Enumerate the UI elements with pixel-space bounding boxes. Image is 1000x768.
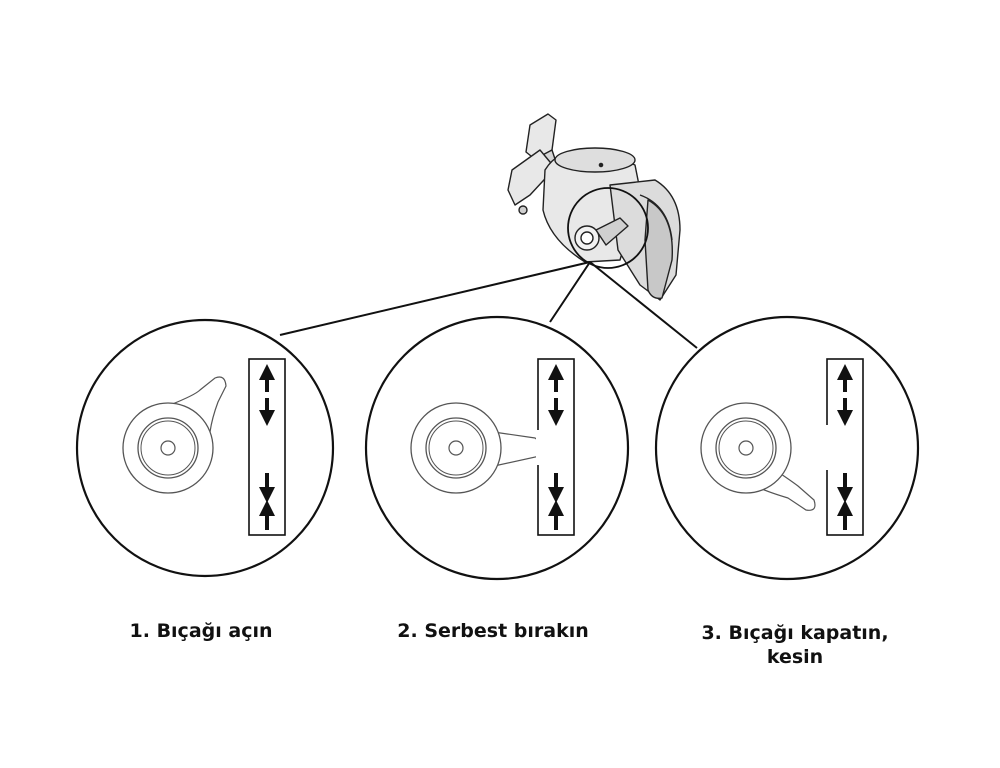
step-1-detail	[75, 318, 335, 578]
step-number: 3.	[701, 622, 722, 644]
step-number: 1.	[129, 620, 150, 642]
step-3-detail	[654, 315, 920, 581]
step-number: 2.	[397, 620, 418, 642]
step-2-detail	[364, 315, 630, 581]
step-text: Serbest bırakın	[424, 620, 589, 642]
step-3-caption: 3. Bıçağı kapatın, kesin	[680, 621, 910, 669]
device-illustration	[507, 113, 681, 301]
step-text-line2: kesin	[766, 646, 824, 668]
blade-lever	[169, 376, 227, 433]
step-1-caption: 1. Bıçağı açın	[96, 619, 306, 643]
connector-lines	[279, 261, 698, 349]
step-2-caption: 2. Serbest bırakın	[388, 619, 598, 643]
step-text: Bıçağı açın	[156, 620, 273, 642]
step-text: Bıçağı kapatın,	[728, 622, 889, 644]
